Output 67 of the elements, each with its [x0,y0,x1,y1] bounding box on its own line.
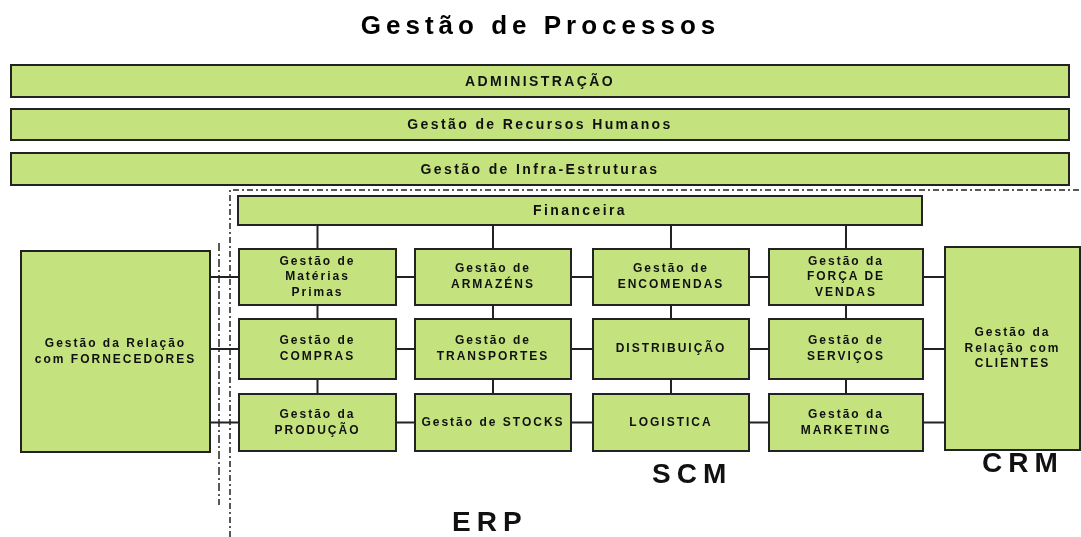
process-box [414,318,572,380]
node-label: Gestão de ARMAZÉNS [450,261,536,293]
connector-line [396,421,415,424]
connector-line [670,379,672,394]
node-label: Financeira [533,201,627,220]
process-box [238,393,397,452]
node-label: Gestão de TRANSPORTES [435,333,551,365]
connector-line [492,379,494,394]
process-box [414,248,572,306]
connector-line [316,379,319,394]
diagram-title: Gestão de Processos [360,10,721,40]
connector-line [845,305,847,319]
connector-line [571,421,593,424]
process-box [238,248,397,306]
node-label: Gestão de SERVIÇOS [806,333,886,365]
process-box [592,248,750,306]
node-label: Gestão de Infra-Estruturas [420,159,660,179]
node-label: Gestão de COMPRAS [278,333,357,365]
connector-line [749,348,769,350]
process-band [10,108,1070,141]
connector-line [316,225,319,249]
process-box [20,250,211,453]
node-label: ADMINISTRAÇÃO [464,71,616,91]
connector-line [923,421,945,424]
process-box [768,393,924,452]
process-box [768,318,924,380]
connector-line [210,276,239,278]
node-label: Gestão da PRODUÇÃO [273,406,362,439]
process-box [944,246,1081,451]
connector-line [670,305,672,319]
connector-line [571,348,593,350]
node-label: Gestão de STOCKS [421,414,565,431]
process-band [237,195,923,226]
process-band [10,64,1070,98]
connector-line [845,225,847,249]
connector-line [492,225,494,249]
node-label: DISTRIBUIÇÃO [615,341,727,357]
node-label: Gestão da FORÇA DE VENDAS [805,253,887,301]
process-box [768,248,924,306]
connector-line [492,305,494,319]
section-label: ERP [452,506,528,537]
connector-line [749,276,769,278]
connector-line [845,379,847,394]
node-label: Gestão de ENCOMENDAS [616,261,726,293]
section-label: CRM [982,447,1064,479]
connector-line [210,421,239,424]
connector-line [571,276,593,278]
connector-line [670,225,672,249]
process-box [238,318,397,380]
node-label: Gestão da Relação com FORNECEDORES [33,335,198,368]
node-label: Gestão da Relação com CLIENTES [963,325,1062,372]
connector-line [316,305,319,319]
node-label: Gestão de Recursos Humanos [407,115,673,134]
section-label: SCM [652,458,733,490]
node-label: Gestão da MARKETING [799,406,893,439]
connector-line [396,348,415,350]
connector-line [210,348,239,350]
connector-line [749,421,769,424]
process-box [592,318,750,380]
connector-line [923,276,945,278]
process-band [10,152,1070,186]
node-label: Gestão de Matérias Primas [278,253,357,301]
connector-line [396,276,415,278]
process-box [592,393,750,452]
node-label: LOGISTICA [629,414,713,431]
connector-line [923,348,945,350]
process-box [414,393,572,452]
